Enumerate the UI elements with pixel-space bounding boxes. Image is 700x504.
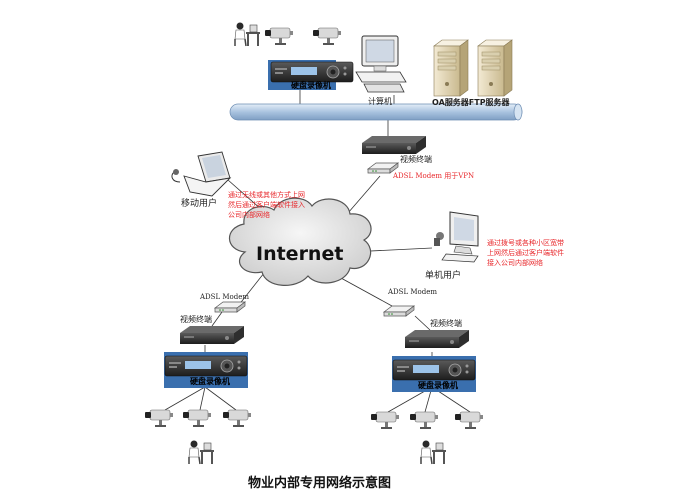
adsl-top-label: ADSL Modem 用于VPN [393, 172, 475, 180]
dvr-icon [268, 60, 354, 90]
dvr-right-label: 硬盘录像机 [418, 381, 458, 390]
computer-label: 计算机 [368, 97, 392, 106]
computer-icon [355, 35, 407, 93]
video-terminal-right-label: 视频终端 [430, 319, 462, 328]
dvr-left-label: 硬盘录像机 [190, 377, 230, 386]
servers-label: OA服务器FTP服务器 [432, 98, 510, 107]
video-terminal-left-label: 视频终端 [180, 315, 212, 324]
camera-icon [312, 27, 342, 46]
adsl-left-label: ADSL Modem [200, 293, 249, 301]
modem-icon [214, 301, 246, 313]
mobile-user-label: 移动用户 [181, 199, 218, 209]
diagram-caption: 物业内部专用网络示意图 [248, 476, 392, 491]
camera-icon [454, 411, 484, 430]
modem-icon [383, 305, 415, 317]
video-terminal-icon [362, 136, 426, 154]
note-line: 然后通过客户端软件接入 [228, 201, 305, 209]
video-terminal-top-label: 视频终端 [400, 155, 432, 164]
operator-icon [420, 439, 447, 465]
lan-backbone [229, 103, 523, 121]
cloud-icon [228, 197, 372, 286]
camera-icon [222, 409, 252, 428]
adsl-right-label: ADSL Modem [388, 288, 437, 296]
single-user-note: 通过拨号或各种小区宽带 上网然后通过客户端软件 接入公司内部网络 [487, 238, 564, 268]
note-line: 公司内部网络 [228, 211, 270, 219]
server-icon [477, 39, 513, 97]
camera-icon [370, 411, 400, 430]
operator-icon [234, 21, 261, 47]
camera-icon [182, 409, 212, 428]
note-line: 接入公司内部网络 [487, 259, 543, 267]
dvr-icon [164, 352, 248, 388]
mobile-user-note: 通过无线或其他方式上网 然后通过客户端软件接入 公司内部网络 [228, 190, 305, 220]
note-line: 通过无线或其他方式上网 [228, 191, 305, 199]
internet-label: Internet [256, 243, 344, 265]
top-dvr-label: 硬盘录像机 [291, 81, 331, 90]
camera-icon [409, 411, 439, 430]
operator-icon [188, 439, 215, 465]
server-icon [433, 39, 469, 97]
camera-icon [264, 27, 294, 46]
camera-icon [144, 409, 174, 428]
note-line: 通过拨号或各种小区宽带 [487, 239, 564, 247]
video-terminal-icon [405, 330, 469, 348]
note-line: 上网然后通过客户端软件 [487, 249, 564, 257]
video-terminal-icon [180, 326, 244, 344]
dvr-icon [392, 356, 476, 392]
laptop-icon [171, 151, 232, 197]
single-user-label: 单机用户 [425, 271, 462, 281]
desktop-monitor-icon [434, 211, 479, 263]
